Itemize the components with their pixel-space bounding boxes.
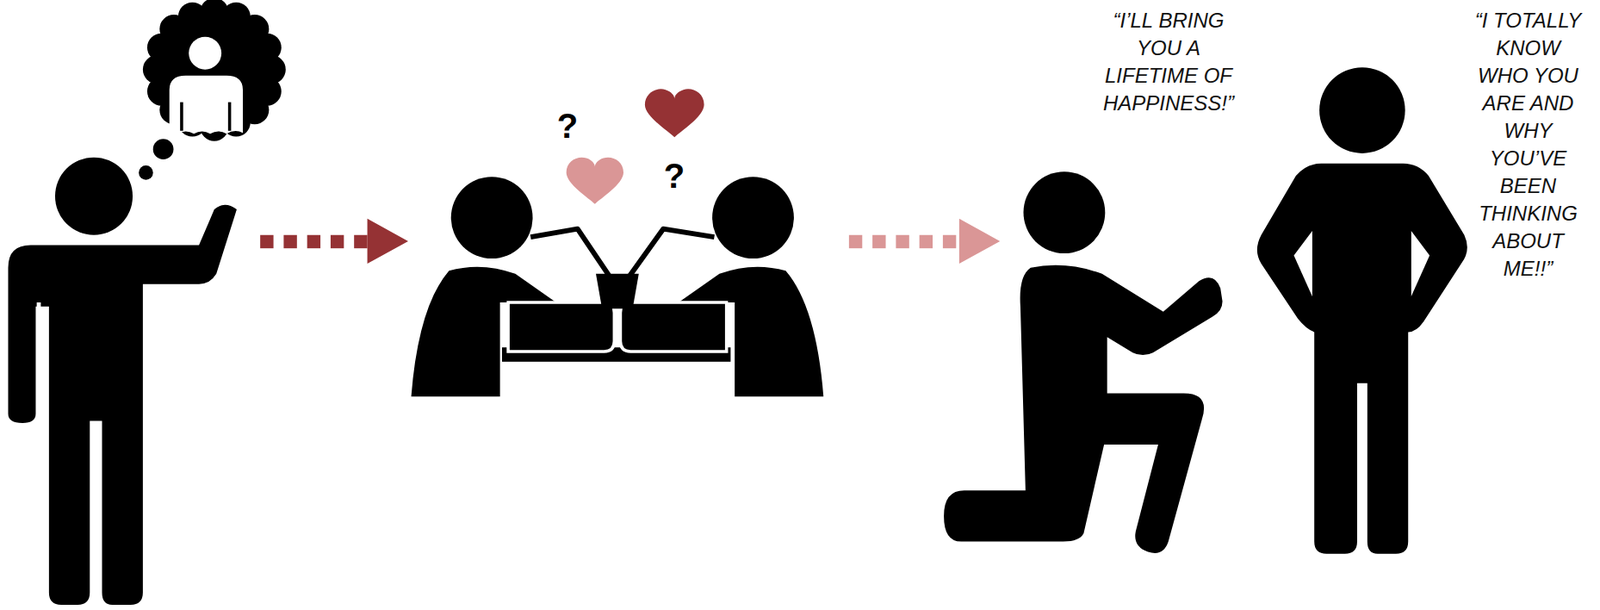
person-body	[943, 265, 1222, 553]
question-mark: ?	[663, 158, 685, 193]
arrow-dash	[895, 235, 909, 249]
cloud-puffs	[142, 0, 286, 142]
arrow-dash	[849, 235, 863, 249]
kneeling-person	[943, 171, 1222, 553]
arrow-dash	[260, 235, 273, 249]
straw	[629, 229, 714, 277]
standing-person	[1257, 67, 1468, 554]
person-body	[7, 204, 236, 605]
imagined-person-body	[169, 75, 243, 135]
dotted-arrow	[260, 218, 409, 264]
arrow-dash	[330, 235, 344, 249]
dotted-arrow	[849, 218, 1000, 264]
drink-glass	[595, 273, 639, 309]
cloud-puff	[253, 33, 282, 63]
speech-quote: “I’LL BRING YOU A LIFETIME OF HAPPINESS!…	[1095, 6, 1242, 118]
couple-date	[411, 88, 825, 397]
person-body	[1257, 163, 1468, 554]
arrow-head	[959, 218, 1000, 264]
arrow-dash	[942, 235, 956, 249]
diner-arm	[620, 302, 726, 352]
person-head	[1023, 171, 1106, 254]
thought-dot	[138, 165, 154, 180]
heart	[566, 157, 624, 205]
person-head	[55, 157, 133, 236]
imagined-arm-line	[179, 102, 184, 131]
person-head	[1319, 67, 1406, 154]
arrow-dash	[353, 235, 367, 249]
heart	[644, 88, 705, 137]
arm-gap	[1411, 230, 1430, 297]
imagined-arm-line	[228, 102, 232, 131]
arrow-dash	[919, 235, 933, 249]
diner-arm	[508, 302, 614, 352]
arrow-dash	[283, 235, 297, 249]
arm-gap	[1294, 230, 1313, 297]
arrow-dash	[307, 235, 321, 249]
diner-head	[451, 176, 534, 259]
diner-head	[712, 176, 794, 259]
thinking-person	[7, 157, 236, 605]
diner	[411, 176, 615, 397]
arrow-dash	[872, 235, 886, 249]
question-mark: ?	[557, 108, 578, 143]
diner	[620, 176, 824, 397]
arrow-head	[367, 218, 409, 264]
imagined-person-head	[188, 37, 222, 70]
straw	[530, 229, 609, 277]
arm-gap	[37, 302, 42, 425]
speech-quote: “I TOTALLY KNOW WHO YOU ARE AND WHY YOU’…	[1469, 6, 1587, 283]
thought-bubble	[138, 0, 286, 180]
thought-dot	[153, 138, 174, 160]
